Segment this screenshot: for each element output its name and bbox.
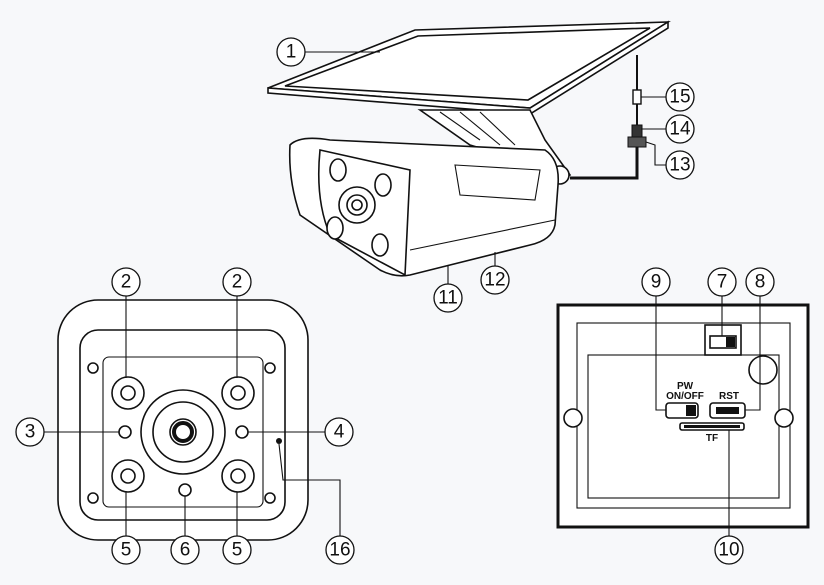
callout-5-left: 5 (111, 535, 141, 565)
callout-13: 13 (665, 150, 695, 180)
svg-text:5: 5 (232, 540, 243, 561)
rst-label: RST (719, 391, 739, 402)
camera-body (288, 137, 560, 277)
callout-2-right: 2 (222, 267, 252, 297)
svg-text:7: 7 (717, 272, 728, 293)
svg-text:10: 10 (718, 540, 739, 561)
screw-icon (87, 362, 276, 504)
svg-text:6: 6 (180, 540, 191, 561)
light-sensor (118, 425, 132, 439)
svg-text:2: 2 (232, 272, 243, 293)
svg-text:5: 5 (121, 540, 132, 561)
svg-text:13: 13 (669, 155, 690, 176)
svg-text:12: 12 (484, 270, 505, 291)
camera-front-view (57, 299, 309, 541)
tf-label: TF (706, 433, 718, 444)
callout-3: 3 (15, 417, 45, 447)
pw-label-line1: PW (677, 381, 694, 392)
callout-1: 1 (276, 37, 306, 67)
svg-text:11: 11 (438, 288, 458, 309)
callout-7: 7 (707, 267, 737, 297)
solar-panel (267, 20, 671, 115)
svg-text:9: 9 (651, 272, 662, 293)
callout-10: 10 (714, 535, 744, 565)
back-panel: PW ON/OFF RST TF (556, 303, 810, 529)
svg-text:14: 14 (669, 119, 691, 140)
leader-lines (44, 51, 761, 536)
svg-text:16: 16 (329, 540, 350, 561)
indicator-light (235, 425, 249, 439)
microphone (276, 438, 282, 444)
svg-text:1: 1 (286, 42, 297, 63)
callout-9: 9 (641, 267, 671, 297)
lens (140, 389, 226, 475)
white-light (178, 483, 192, 497)
svg-text:8: 8 (755, 272, 766, 293)
svg-text:4: 4 (334, 422, 345, 443)
callout-14: 14 (665, 114, 695, 144)
ir-led (111, 376, 255, 493)
svg-text:15: 15 (669, 87, 690, 108)
svg-text:3: 3 (25, 422, 36, 443)
callout-11: 11 (433, 283, 463, 313)
svg-text:2: 2 (121, 272, 132, 293)
callout-16: 16 (325, 535, 355, 565)
pw-label-line2: ON/OFF (666, 391, 704, 402)
callout-4: 4 (324, 417, 354, 447)
callout-12: 12 (480, 265, 510, 295)
callout-15: 15 (665, 82, 695, 112)
callout-6: 6 (170, 535, 200, 565)
callout-5-right: 5 (222, 535, 252, 565)
callout-2-left: 2 (111, 267, 141, 297)
callout-8: 8 (745, 267, 775, 297)
